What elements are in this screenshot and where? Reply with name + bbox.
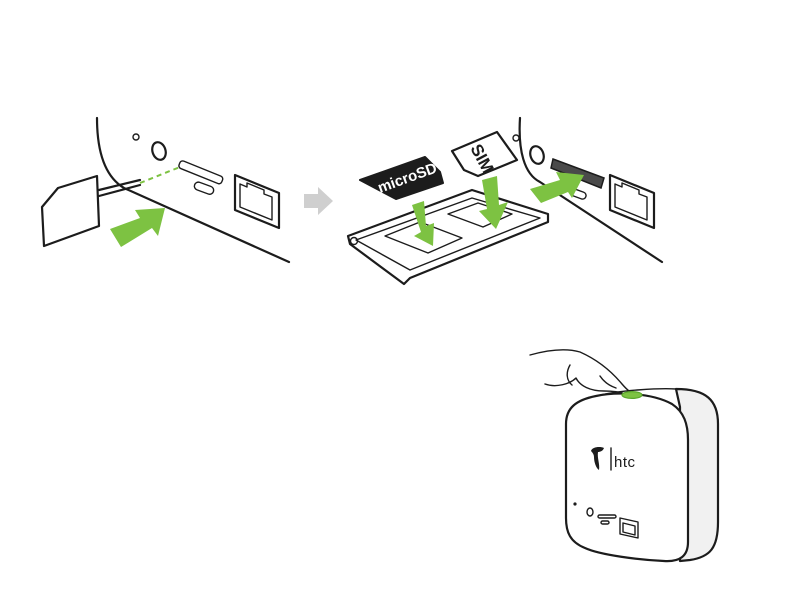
right-arrow-icon <box>304 187 333 215</box>
panel-power-button: htc <box>530 350 718 561</box>
panel-card-tray: microSD SIM <box>348 118 662 284</box>
reset-button-2 <box>528 144 546 165</box>
power-button-highlight <box>622 392 642 399</box>
indicator-hole-2 <box>513 135 519 141</box>
green-arrow-icon-tray <box>530 172 584 203</box>
ethernet-port-icon-2 <box>610 175 654 228</box>
hand-finger-icon <box>530 350 636 394</box>
insert-guide-line <box>140 167 180 183</box>
green-arrow-icon <box>110 208 165 247</box>
htc-brand-label: htc <box>614 454 636 471</box>
sim-slot <box>178 160 224 185</box>
ethernet-port-icon <box>235 175 279 228</box>
status-led <box>573 502 576 505</box>
microsd-card-icon: microSD <box>360 157 443 199</box>
card-tray <box>348 190 548 284</box>
indicator-hole <box>133 134 139 140</box>
router-device-icon: htc <box>566 389 718 561</box>
reset-button <box>150 140 168 161</box>
sim-card-icon: SIM <box>452 132 517 177</box>
micro-usb-port <box>193 181 215 195</box>
panel-eject-pin <box>42 118 289 262</box>
